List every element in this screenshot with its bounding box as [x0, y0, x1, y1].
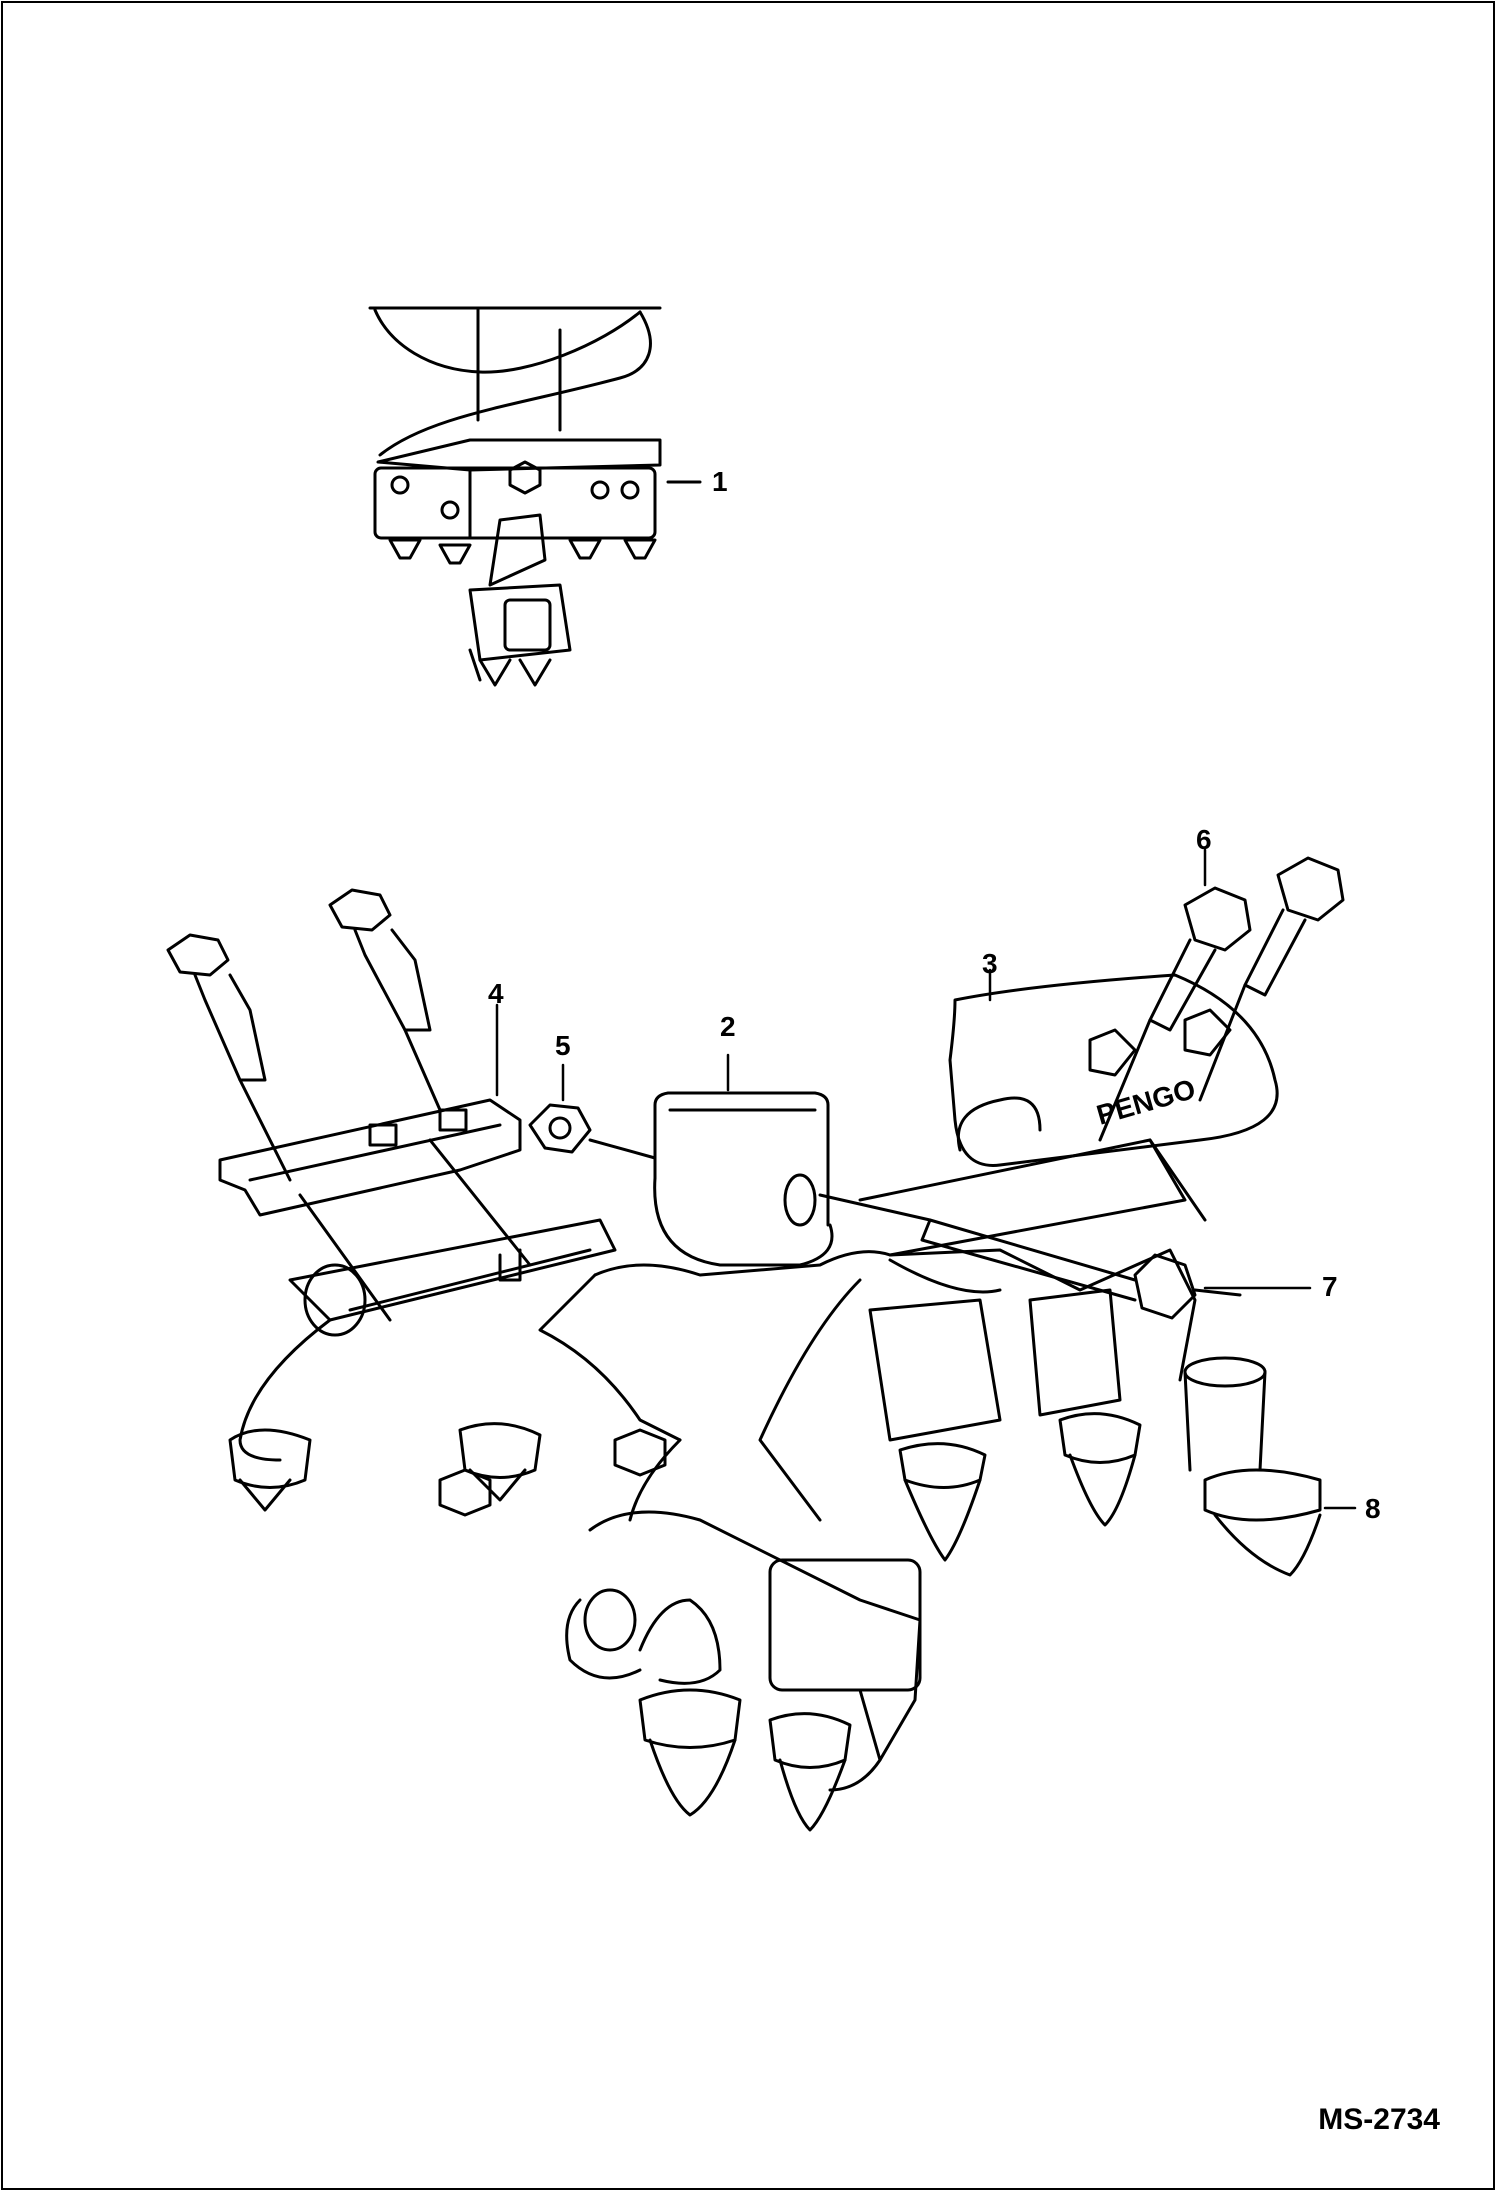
- callout-6: 6: [1196, 824, 1212, 855]
- right-tooth-plate: PENGO: [948, 973, 1279, 1167]
- auger-head-body: [228, 1091, 1207, 1832]
- callout-5: 5: [555, 1030, 571, 1061]
- auger-overview-inset: [368, 306, 702, 687]
- callout-1: 1: [712, 466, 728, 497]
- callout-8: 8: [1365, 1493, 1381, 1524]
- callout-leaders: [495, 848, 1357, 1510]
- callout-2: 2: [720, 1011, 736, 1042]
- figure-id: MS-2734: [1318, 2103, 1440, 2136]
- right-bolt-2: [1198, 856, 1345, 1102]
- long-bolt: [818, 1193, 1242, 1320]
- nut: [528, 1103, 657, 1160]
- callout-4: 4: [488, 978, 504, 1009]
- callout-3: 3: [982, 948, 998, 979]
- left-bolt-1: [166, 933, 292, 1182]
- left-bolt-2: [328, 888, 442, 1112]
- replacement-tooth: [1183, 1356, 1322, 1577]
- right-bolt-1: [1098, 886, 1252, 1142]
- left-tooth-plate: [218, 1098, 532, 1322]
- callout-7: 7: [1322, 1271, 1338, 1302]
